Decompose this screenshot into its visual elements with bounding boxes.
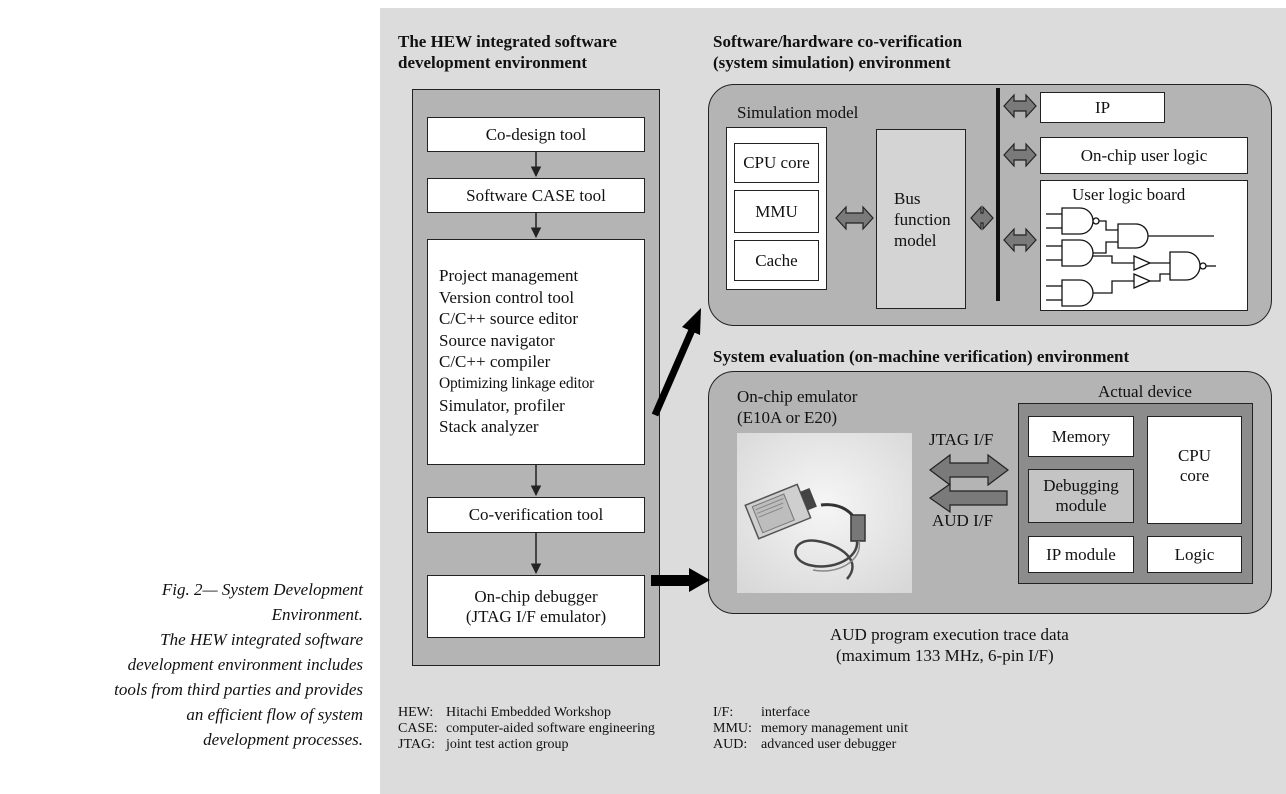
mmu-box: MMU	[734, 190, 819, 233]
debugging-module-box: Debugging module	[1028, 469, 1134, 523]
tool-item: Optimizing linkage editor	[439, 374, 595, 392]
actual-device-label: Actual device	[1098, 382, 1192, 401]
jtag-if-label: JTAG I/F	[929, 430, 994, 449]
cosim-heading: Software/hardware co-verification (syste…	[713, 31, 962, 73]
debugger-line2: (JTAG I/F emulator)	[465, 606, 607, 626]
glossary-entry: JTAG: joint test action group	[398, 737, 655, 753]
system-bus-line	[996, 88, 1000, 301]
double-arrow-user-board	[1003, 227, 1037, 253]
aud-if-label: AUD I/F	[932, 511, 993, 530]
software-case-tool-box: Software CASE tool	[427, 178, 645, 213]
tool-item: C/C++ compiler	[439, 352, 551, 372]
arrow-to-cosim	[651, 308, 701, 417]
double-arrow-ip	[1003, 93, 1037, 119]
arrow-to-syseval	[651, 568, 710, 592]
glossary-abbr: I/F:	[713, 705, 734, 720]
cosim-heading-line2: (system simulation) environment	[713, 53, 951, 72]
glossary-abbr: JTAG:	[398, 737, 435, 752]
debugger-line1: On-chip debugger	[474, 586, 598, 606]
emulator-photo	[737, 433, 912, 593]
ip-box: IP	[1040, 92, 1165, 123]
double-arrow-bus-line	[970, 205, 994, 231]
emulator-line1: On-chip emulator	[737, 387, 858, 406]
cpu-core-box: CPU core	[734, 143, 819, 183]
ip-module-box: IP module	[1028, 536, 1134, 573]
tool-item: C/C++ source editor	[439, 309, 579, 329]
bus-line1: Bus	[894, 189, 921, 208]
glossary-abbr: MMU:	[713, 721, 752, 736]
hew-heading: The HEW integrated software development …	[398, 31, 617, 73]
glossary-right: I/F: interface MMU: memory management unit…	[713, 705, 908, 753]
double-arrow-sim-bus	[835, 205, 874, 231]
trace-line2: (maximum 133 MHz, 6-pin I/F)	[836, 646, 1054, 665]
glossary-def: computer-aided software engineering	[446, 721, 655, 736]
debugging-line2: module	[1055, 496, 1107, 515]
caption-line: Environment.	[271, 605, 363, 624]
glossary-def: advanced user debugger	[761, 737, 897, 752]
glossary-entry: HEW: Hitachi Embedded Workshop	[398, 705, 655, 721]
syseval-heading: System evaluation (on-machine verificati…	[713, 347, 1130, 366]
tool-item: Project management	[439, 266, 579, 285]
debugging-line1: Debugging	[1043, 476, 1119, 495]
glossary-entry: CASE: computer-aided software engineering	[398, 721, 655, 737]
figure-caption: Fig. 2— System Development Environment. …	[0, 577, 363, 752]
glossary-left: HEW: Hitachi Embedded Workshop CASE: compu…	[398, 705, 655, 753]
jtag-double-arrow	[929, 453, 1009, 487]
development-tools-box: Project management Version control tool …	[427, 239, 645, 465]
hew-heading-line1: The HEW integrated software	[398, 32, 617, 51]
glossary-entry: AUD: advanced user debugger	[713, 737, 908, 753]
logic-gates-schematic	[1046, 207, 1216, 307]
emulator-line2: (E10A or E20)	[737, 408, 838, 427]
cpu-core-device-box: CPU core	[1147, 416, 1242, 524]
hew-heading-line2: development environment	[398, 53, 588, 72]
on-chip-user-logic-box: On-chip user logic	[1040, 137, 1248, 174]
glossary-def: Hitachi Embedded Workshop	[446, 705, 612, 720]
caption-line: The HEW integrated software	[160, 630, 363, 649]
simulation-model-label: Simulation model	[737, 103, 859, 122]
double-arrow-onchip-logic	[1003, 142, 1037, 168]
device-cpu-line1: CPU	[1177, 446, 1212, 465]
device-cpu-line2: core	[1179, 466, 1210, 485]
tool-item: Version control tool	[439, 287, 575, 307]
caption-line: an efficient flow of system	[186, 705, 363, 724]
co-verification-tool-box: Co-verification tool	[427, 497, 645, 533]
glossary-abbr: HEW:	[398, 705, 434, 720]
caption-line: Fig. 2— System Development	[161, 580, 363, 599]
glossary-entry: MMU: memory management unit	[713, 721, 908, 737]
caption-line: development processes.	[203, 730, 363, 749]
glossary-abbr: AUD:	[713, 737, 748, 752]
user-logic-board-label: User logic board	[1072, 185, 1186, 204]
logic-box: Logic	[1147, 536, 1242, 573]
emulator-label: On-chip emulator (E10A or E20)	[737, 386, 857, 428]
cache-box: Cache	[734, 240, 819, 281]
glossary-entry: I/F: interface	[713, 705, 908, 721]
caption-line: tools from third parties and provides	[114, 680, 363, 699]
tool-item: Stack analyzer	[439, 417, 539, 437]
glossary-abbr: CASE:	[398, 721, 438, 736]
bus-function-model-box	[876, 129, 966, 309]
emulator-device-image	[737, 433, 912, 593]
caption-line: development environment includes	[127, 655, 363, 674]
bus-line3: model	[894, 231, 937, 250]
bus-function-model-label: Bus function model	[894, 188, 951, 251]
glossary-def: memory management unit	[761, 721, 908, 736]
co-design-tool-box: Co-design tool	[427, 117, 645, 152]
on-chip-debugger-box: On-chip debugger (JTAG I/F emulator)	[427, 575, 645, 638]
tool-item: Simulator, profiler	[439, 395, 565, 415]
bus-line2: function	[894, 210, 951, 229]
cosim-heading-line1: Software/hardware co-verification	[713, 32, 963, 51]
glossary-def: interface	[761, 705, 810, 720]
glossary-def: joint test action group	[446, 737, 569, 752]
trace-line1: AUD program execution trace data	[830, 625, 1069, 644]
aud-trace-note: AUD program execution trace data (maximu…	[830, 624, 1069, 666]
memory-box: Memory	[1028, 416, 1134, 457]
tool-item: Source navigator	[439, 330, 555, 350]
aud-left-arrow	[928, 482, 1008, 514]
